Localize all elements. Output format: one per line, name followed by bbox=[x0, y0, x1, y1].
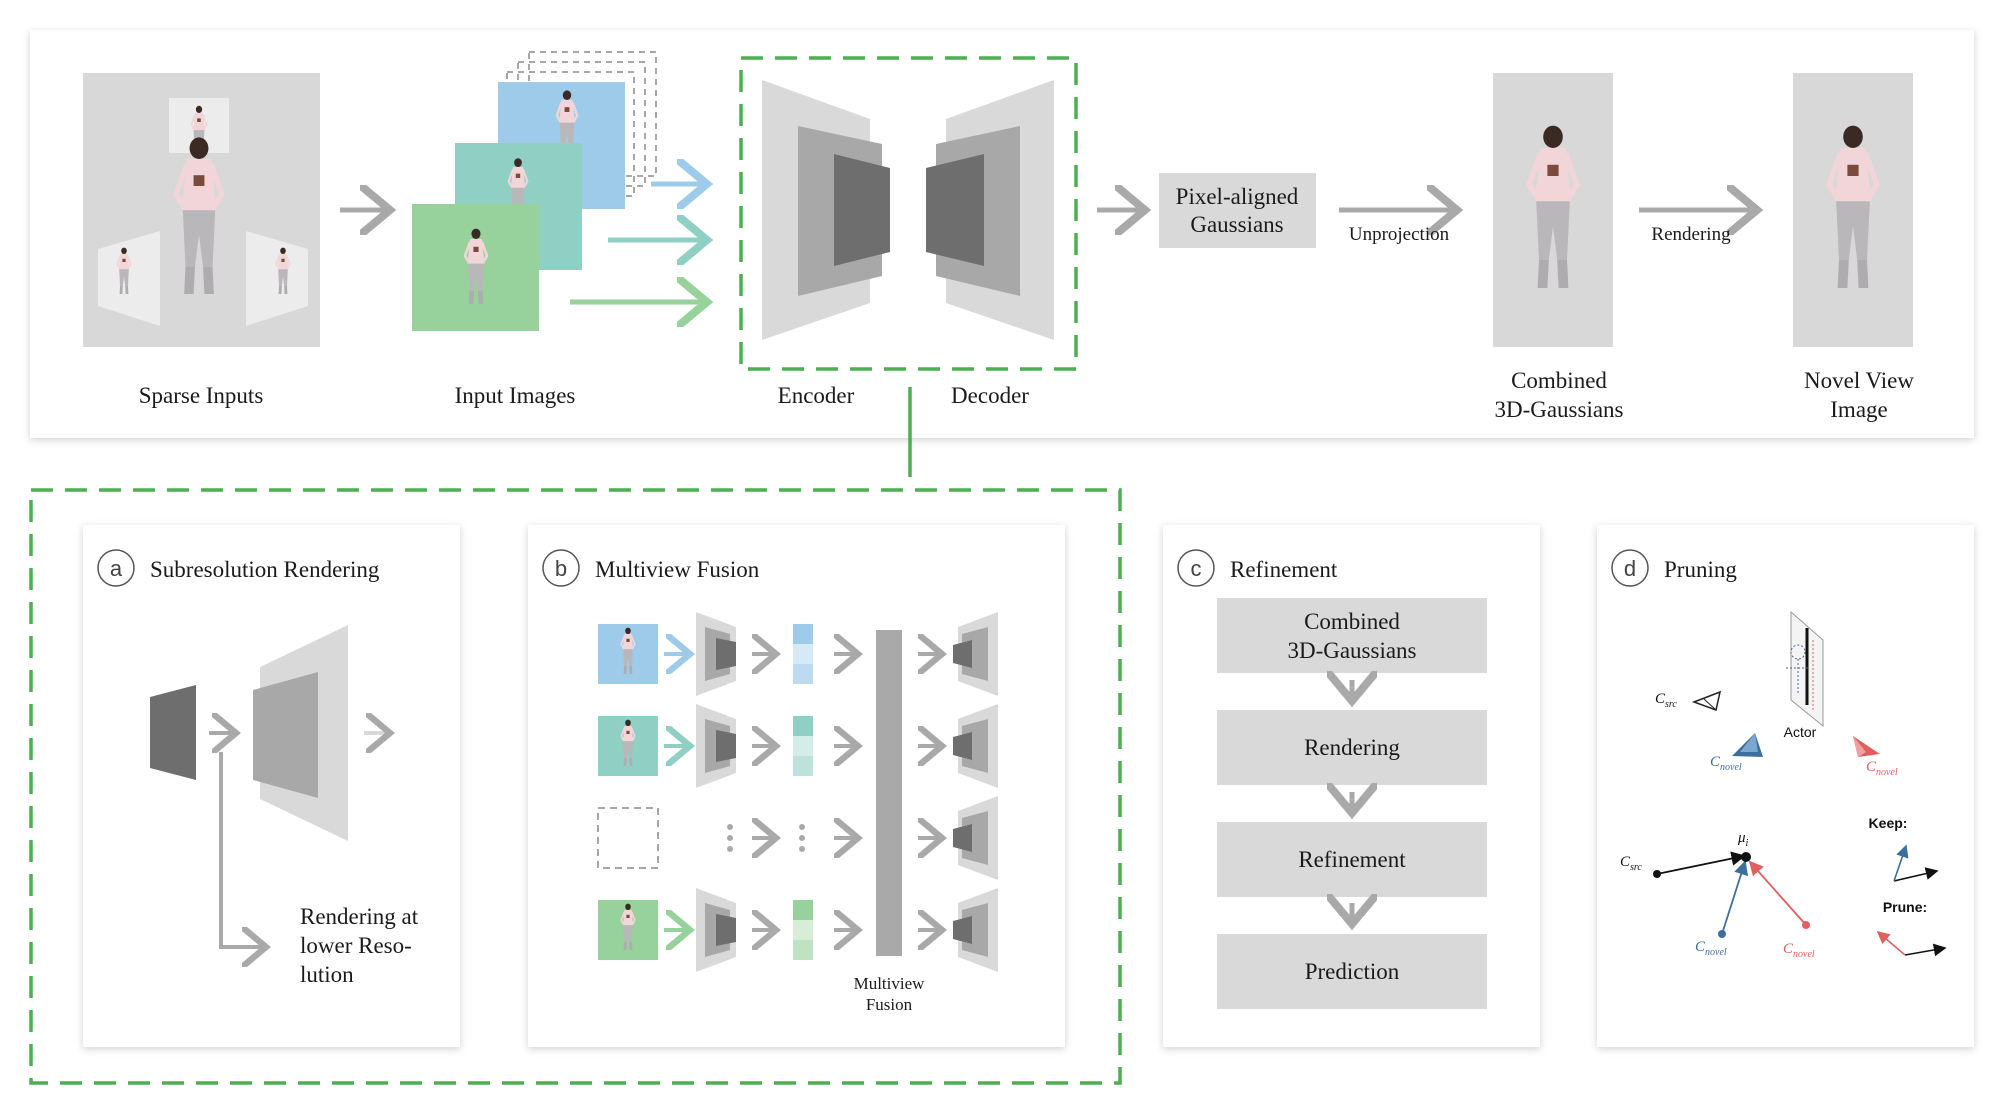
cnovel-red-top: Cnovel bbox=[1866, 759, 1898, 778]
combined-label-1: Combined bbox=[1511, 368, 1607, 393]
mu-label: μi bbox=[1737, 830, 1749, 849]
multiview-fusion-bar bbox=[876, 630, 902, 956]
panel-b-letter: b bbox=[555, 556, 567, 581]
pixel-aligned-line2: Gaussians bbox=[1190, 212, 1283, 237]
fusion-row-1 bbox=[598, 612, 998, 696]
prune-vectors bbox=[1876, 930, 1947, 957]
panel-c-title: Refinement bbox=[1230, 557, 1338, 582]
decoder-label: Decoder bbox=[951, 383, 1029, 408]
detail-group-highlight bbox=[29, 488, 1122, 1085]
step-combined-1: Combined bbox=[1304, 609, 1400, 634]
input-images-stack bbox=[412, 51, 657, 331]
cnovel-blue-top: Cnovel bbox=[1710, 754, 1742, 773]
encoder-decoder-highlight bbox=[739, 56, 1078, 371]
step-rendering: Rendering bbox=[1304, 735, 1400, 760]
rendering-label: Rendering bbox=[1651, 224, 1731, 245]
fusion-row-placeholder bbox=[597, 796, 998, 880]
panel-d-letter: d bbox=[1624, 556, 1636, 581]
fusion-row-2 bbox=[598, 704, 998, 788]
step-prediction-box bbox=[1217, 934, 1487, 1009]
panel-d: d Pruning Actor Csrc Cnovel Cnovel bbox=[1597, 525, 1974, 1047]
step-combined-2: 3D-Gaussians bbox=[1287, 638, 1416, 663]
step-combined-box bbox=[1217, 598, 1487, 673]
panel-b-title: Multiview Fusion bbox=[595, 557, 760, 582]
actor-label: Actor bbox=[1784, 724, 1817, 740]
sparse-inputs-image bbox=[83, 73, 320, 347]
panel-a-title: Subresolution Rendering bbox=[150, 557, 380, 582]
pixel-aligned-line1: Pixel-aligned bbox=[1176, 184, 1299, 209]
keep-label: Keep: bbox=[1869, 815, 1908, 831]
panel-a: a Subresolution Rendering Rendering at l… bbox=[83, 525, 460, 1047]
pruning-vector-diagram bbox=[1653, 851, 1810, 938]
sparse-inputs-label: Sparse Inputs bbox=[139, 383, 264, 408]
camera-src-icon bbox=[1691, 690, 1722, 711]
fusion-label-2: Fusion bbox=[866, 995, 913, 1014]
panel-c: c Refinement Combined 3D-Gaussians Rende… bbox=[1163, 525, 1540, 1047]
panel-a-note-2: lower Reso- bbox=[300, 933, 412, 958]
cnovel-red-bottom: Cnovel bbox=[1783, 941, 1815, 960]
combined-gaussians-image bbox=[1493, 73, 1613, 347]
step-rendering-box bbox=[1217, 710, 1487, 785]
step-refinement: Refinement bbox=[1298, 847, 1406, 872]
prune-label: Prune: bbox=[1883, 899, 1927, 915]
step-prediction: Prediction bbox=[1305, 959, 1400, 984]
encoder-block bbox=[762, 80, 890, 340]
panel-a-note-3: lution bbox=[300, 962, 354, 987]
unprojection-label: Unprojection bbox=[1349, 224, 1450, 245]
panel-d-title: Pruning bbox=[1664, 557, 1737, 582]
step-refinement-box bbox=[1217, 822, 1487, 897]
camera-novel-red-icon bbox=[1853, 736, 1880, 757]
novel-view-image bbox=[1793, 73, 1913, 347]
panel-a-letter: a bbox=[110, 556, 123, 581]
csrc-label-bottom: Csrc bbox=[1620, 854, 1642, 873]
panel-b: b Multiview Fusion Multiview Fusion bbox=[528, 525, 1065, 1047]
encoder-label: Encoder bbox=[778, 383, 855, 408]
panel-c-letter: c bbox=[1191, 556, 1202, 581]
panel-a-note-1: Rendering at bbox=[300, 904, 419, 929]
novel-view-label-2: Image bbox=[1830, 397, 1887, 422]
input-images-label: Input Images bbox=[455, 383, 576, 408]
cnovel-blue-bottom: Cnovel bbox=[1695, 939, 1727, 958]
pixel-aligned-gaussians-box: Pixel-aligned Gaussians bbox=[1159, 173, 1316, 248]
keep-vectors bbox=[1893, 844, 1939, 882]
camera-novel-blue-icon bbox=[1732, 733, 1763, 757]
csrc-label-top: Csrc bbox=[1655, 691, 1677, 710]
combined-label-2: 3D-Gaussians bbox=[1494, 397, 1623, 422]
fusion-row-4 bbox=[598, 888, 998, 972]
novel-view-label-1: Novel View bbox=[1804, 368, 1914, 393]
actor-illustration: Actor bbox=[1784, 610, 1824, 740]
decoder-block bbox=[926, 80, 1054, 340]
fusion-label-1: Multiview bbox=[854, 974, 926, 993]
